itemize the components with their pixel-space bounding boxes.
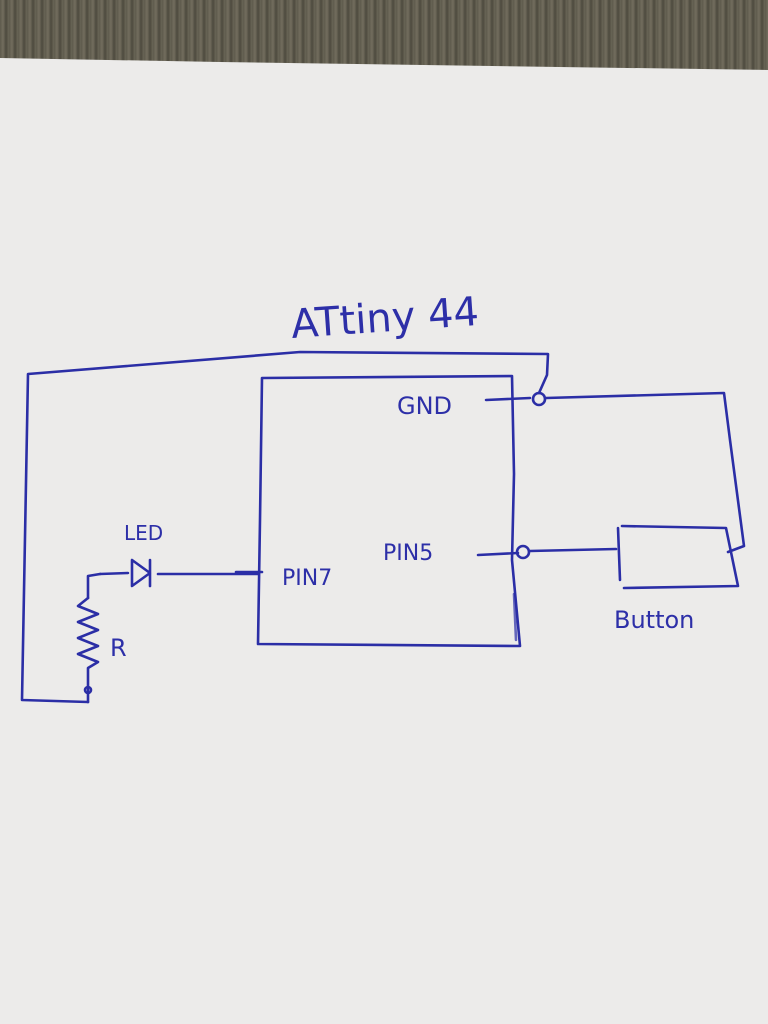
gnd-to-button-wire <box>544 391 746 554</box>
button-label: Button <box>614 606 694 634</box>
button-symbol <box>616 524 740 590</box>
ink-smudge <box>512 592 518 642</box>
led-diode-symbol <box>98 558 152 588</box>
pin7-label: PIN7 <box>282 566 332 591</box>
pin5-wire <box>476 551 520 557</box>
pin5-label: PIN5 <box>383 541 433 566</box>
led-to-resistor-wire <box>86 572 102 600</box>
desk-background <box>0 0 768 70</box>
chip-body <box>256 374 522 648</box>
gnd-wire <box>484 396 532 402</box>
resistor-label: R <box>110 634 127 662</box>
gnd-pin-label: GND <box>397 392 452 420</box>
paper-sheet <box>0 58 768 1024</box>
pin5-node <box>515 544 531 560</box>
pin5-to-button-wire <box>528 547 618 553</box>
led-label: LED <box>124 521 163 545</box>
resistor-node <box>83 685 93 695</box>
resistor-symbol <box>76 596 100 704</box>
ground-return-wire <box>20 350 550 704</box>
